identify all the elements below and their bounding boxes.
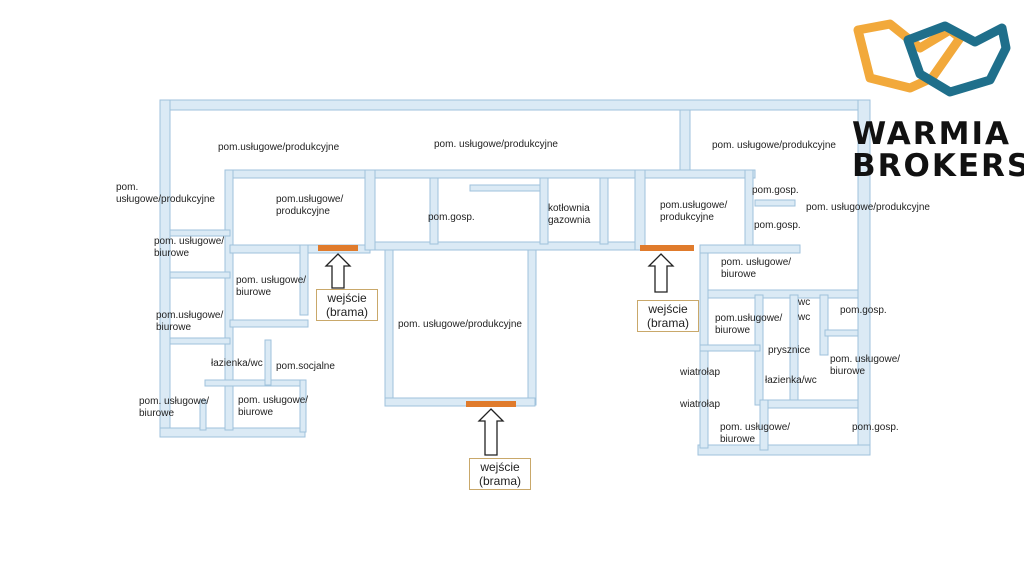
wall-l3 bbox=[169, 229, 231, 237]
wall-c2 bbox=[374, 169, 636, 179]
wall-c4 bbox=[429, 177, 439, 245]
warmia-brokers-logo bbox=[853, 19, 1011, 97]
logo-word-brokers: BROKERS bbox=[852, 148, 1024, 184]
room-label-gosp-right-2: pom.gosp. bbox=[754, 220, 801, 231]
wall-right-bottom bbox=[697, 444, 871, 456]
room-label-right-biurowe-1: pom. usługowe/ biurowe bbox=[721, 257, 792, 280]
wall-r10 bbox=[819, 294, 829, 356]
building-walls bbox=[159, 99, 871, 456]
wall-c5 bbox=[539, 177, 549, 245]
wall-r4 bbox=[744, 169, 754, 251]
room-label-top-center: pom. usługowe/produkcyjne bbox=[434, 139, 558, 150]
wall-l4 bbox=[169, 271, 231, 279]
wall-r14 bbox=[824, 329, 859, 337]
room-label-left-biurowe-4: pom. usługowe/ biurowe bbox=[139, 396, 210, 419]
room-label-right-biurowe-4: pom. usługowe/ biurowe bbox=[720, 422, 791, 445]
wall-c8 bbox=[384, 249, 394, 406]
room-label-lazienka-left: łazienka/wc bbox=[211, 358, 263, 369]
wall-r6 bbox=[699, 289, 859, 299]
entrance-label-bottom: wejście (brama) bbox=[469, 458, 531, 490]
entrance-label-left: wejście (brama) bbox=[316, 289, 378, 321]
wall-l7 bbox=[169, 337, 231, 345]
wall-c3 bbox=[374, 241, 636, 251]
wall-l9 bbox=[204, 379, 306, 387]
wall-c10 bbox=[384, 397, 536, 407]
wall-r3 bbox=[679, 109, 691, 171]
room-label-wc-2: wc bbox=[798, 312, 811, 323]
room-label-left-biurowe-2: pom. usługowe/ biurowe bbox=[236, 275, 307, 298]
room-label-center-hall: pom. usługowe/produkcyjne bbox=[398, 319, 522, 330]
wall-r5 bbox=[699, 244, 801, 254]
arrow-left bbox=[324, 253, 352, 289]
logo-teal-shape bbox=[903, 21, 1011, 97]
room-label-gosp-right-3: pom.gosp. bbox=[840, 305, 887, 316]
room-label-gosp-right-1: pom.gosp. bbox=[752, 185, 799, 196]
wall-r12 bbox=[759, 399, 769, 451]
room-label-left-biurowe-5: pom. usługowe/ biurowe bbox=[238, 395, 309, 418]
room-label-lazienka-right: łazienka/wc bbox=[765, 375, 817, 386]
room-label-top-right: pom. usługowe/produkcyjne bbox=[712, 140, 836, 151]
wall-l10 bbox=[264, 339, 272, 386]
room-label-right-biurowe-2: pom.usługowe/ biurowe bbox=[715, 313, 783, 336]
entrance-doors bbox=[318, 245, 694, 407]
wall-r11 bbox=[759, 399, 859, 409]
wall-l8 bbox=[229, 319, 309, 328]
wall-top bbox=[159, 99, 861, 111]
wall-r1 bbox=[634, 169, 646, 251]
wall-r15 bbox=[754, 199, 796, 207]
entrance-arrows bbox=[324, 253, 675, 456]
wall-l2 bbox=[224, 169, 234, 431]
room-label-gosp-center: pom.gosp. bbox=[428, 212, 475, 223]
wall-r2 bbox=[644, 169, 756, 179]
room-label-gosp-right-4: pom.gosp. bbox=[852, 422, 899, 433]
room-label-left-biurowe-3: pom.usługowe/ biurowe bbox=[156, 310, 224, 333]
wall-r13 bbox=[699, 344, 761, 352]
wall-c7 bbox=[469, 184, 541, 192]
wall-l6 bbox=[299, 244, 309, 316]
wall-c9 bbox=[527, 249, 537, 406]
room-label-far-left: pom. usługowe/produkcyjne bbox=[116, 182, 215, 205]
door-bottom bbox=[466, 401, 516, 407]
room-label-prysznice: prysznice bbox=[768, 345, 811, 356]
wall-left bbox=[159, 99, 171, 436]
room-label-kotlownia: kotłownia gazownia bbox=[548, 203, 591, 226]
wall-l11 bbox=[199, 399, 207, 431]
wall-c1 bbox=[364, 169, 376, 251]
room-label-wiatrolap-2: wiatrołap bbox=[680, 399, 721, 410]
door-left bbox=[318, 245, 358, 251]
room-label-wiatrolap-1: wiatrołap bbox=[680, 367, 721, 378]
entrance-label-right: wejście (brama) bbox=[637, 300, 699, 332]
arrow-right bbox=[647, 253, 675, 293]
room-label-socjalne: pom.socjalne bbox=[276, 361, 335, 372]
room-label-right-inner: pom.usługowe/ produkcyjne bbox=[660, 200, 728, 223]
wall-l12 bbox=[299, 379, 307, 433]
logo-word-warmia: WARMIA bbox=[852, 116, 1012, 152]
wall-c6 bbox=[599, 177, 609, 245]
arrow-bottom bbox=[477, 408, 505, 456]
room-label-wc-1: wc bbox=[798, 297, 811, 308]
room-label-right-biurowe-3: pom. usługowe/ biurowe bbox=[830, 354, 901, 377]
room-label-left-biurowe-1: pom. usługowe/ biurowe bbox=[154, 236, 225, 259]
room-label-left-inner: pom.usługowe/ produkcyjne bbox=[276, 194, 344, 217]
wall-l1 bbox=[224, 169, 366, 179]
room-label-far-right: pom. usługowe/produkcyjne bbox=[806, 202, 930, 213]
room-label-top-left: pom.usługowe/produkcyjne bbox=[218, 142, 340, 153]
door-right bbox=[640, 245, 694, 251]
